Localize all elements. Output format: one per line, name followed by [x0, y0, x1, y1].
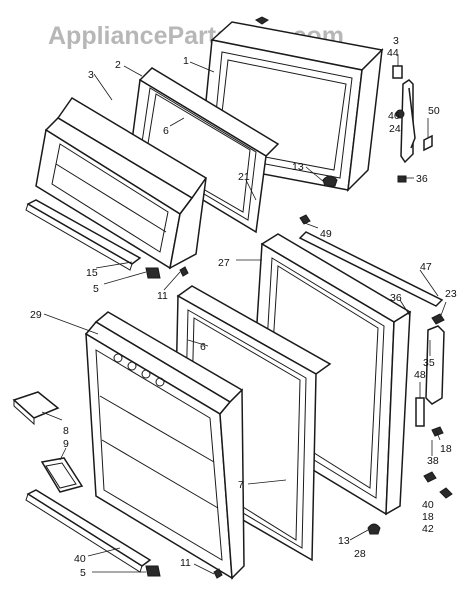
callout-23: 23	[445, 288, 457, 300]
callout-28: 28	[354, 548, 366, 560]
callout-48: 48	[414, 369, 426, 381]
callout-40-right: 40	[422, 499, 434, 511]
callout-11-upper: 11	[157, 290, 168, 302]
callout-21: 21	[238, 171, 250, 183]
door-stop-upper	[322, 175, 338, 187]
callout-47: 47	[420, 261, 432, 273]
callout-40-left: 40	[74, 553, 86, 565]
lower-hinge-parts	[439, 487, 453, 499]
callout-3: 3	[88, 69, 94, 81]
freezer-door-gasket	[129, 67, 280, 234]
callout-27: 27	[218, 257, 230, 269]
freezer-door-liner	[35, 96, 208, 270]
callout-36-upper: 36	[416, 173, 428, 185]
handle-end-cap-upper	[145, 267, 161, 279]
callout-6-lower: 6	[200, 341, 206, 353]
callout-6-upper: 6	[163, 125, 169, 137]
door-stop-lower	[367, 523, 381, 535]
screw-49	[299, 214, 311, 225]
handle-end-cap-lower	[145, 565, 161, 577]
dairy-compartment-door	[40, 457, 84, 493]
callout-1: 1	[183, 55, 189, 67]
callout-labels: 1 2 3 6 21 13 3 44 46 24 50 36 15 5 11 4…	[30, 35, 457, 579]
leader-lines	[41, 55, 447, 575]
callout-5-lower: 5	[80, 567, 86, 579]
callout-18-lower: 18	[422, 511, 434, 523]
callout-13-upper: 13	[292, 161, 304, 173]
callout-9: 9	[63, 438, 69, 450]
callout-13-lower: 13	[338, 535, 350, 547]
callout-35: 35	[423, 357, 435, 369]
center-hinge-assembly	[415, 313, 445, 437]
callout-2: 2	[115, 59, 121, 71]
freezer-handle-strip	[25, 199, 142, 271]
callout-7: 7	[238, 479, 244, 491]
callout-18-upper: 18	[440, 443, 452, 455]
callout-24: 24	[389, 123, 401, 135]
callout-46: 46	[388, 110, 400, 122]
upper-hinge-assembly	[392, 65, 433, 183]
top-hinge-bracket-strip	[298, 231, 444, 307]
callout-38: 38	[427, 455, 439, 467]
callout-5-upper: 5	[93, 283, 99, 295]
callout-11-lower: 11	[180, 557, 191, 569]
callout-44: 44	[387, 47, 399, 59]
callout-36-mid: 36	[390, 292, 402, 304]
door-cap-small	[255, 16, 269, 25]
butter-compartment-door	[12, 391, 60, 426]
callout-42: 42	[422, 523, 434, 535]
callout-3-hinge: 3	[393, 35, 399, 47]
callout-29: 29	[30, 309, 42, 321]
screw-lower	[213, 568, 223, 579]
hinge-pin-40	[423, 471, 437, 483]
callout-15: 15	[86, 267, 98, 279]
callout-49: 49	[320, 228, 332, 240]
callout-50: 50	[428, 105, 440, 117]
fresh-food-door-liner	[84, 311, 245, 580]
callout-8: 8	[63, 425, 69, 437]
screw-upper	[179, 266, 189, 277]
